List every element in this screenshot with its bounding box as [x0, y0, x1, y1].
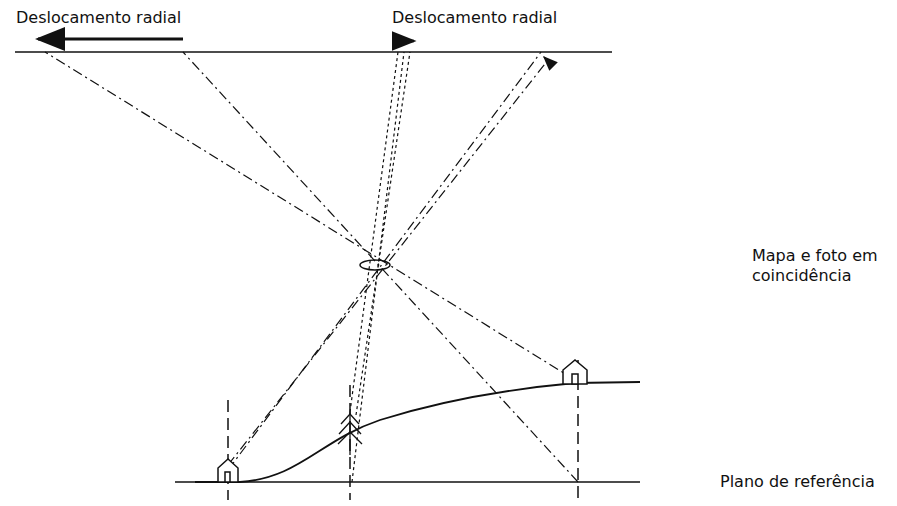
photo-plane: [15, 51, 612, 53]
ray: [45, 52, 575, 380]
plane-note: Mapa e foto em coincidência: [752, 246, 892, 286]
displacement-arrow: [397, 40, 414, 43]
projection-line: [227, 400, 229, 500]
displacement-arrow: [544, 57, 553, 66]
displacement-label: Deslocamento radial: [392, 8, 592, 28]
ray: [183, 52, 578, 482]
ray: [356, 52, 410, 415]
ray: [350, 52, 398, 412]
ray: [352, 52, 404, 482]
plane-label: Plano de referência: [720, 472, 892, 492]
displacement-arrow: [38, 38, 183, 41]
house: [218, 459, 238, 482]
displacement-label: Deslocamento radial: [16, 8, 216, 28]
tree: [338, 412, 362, 455]
house: [563, 360, 587, 384]
terrain-profile: [195, 382, 640, 482]
ray: [228, 52, 541, 470]
ray: [228, 60, 548, 465]
